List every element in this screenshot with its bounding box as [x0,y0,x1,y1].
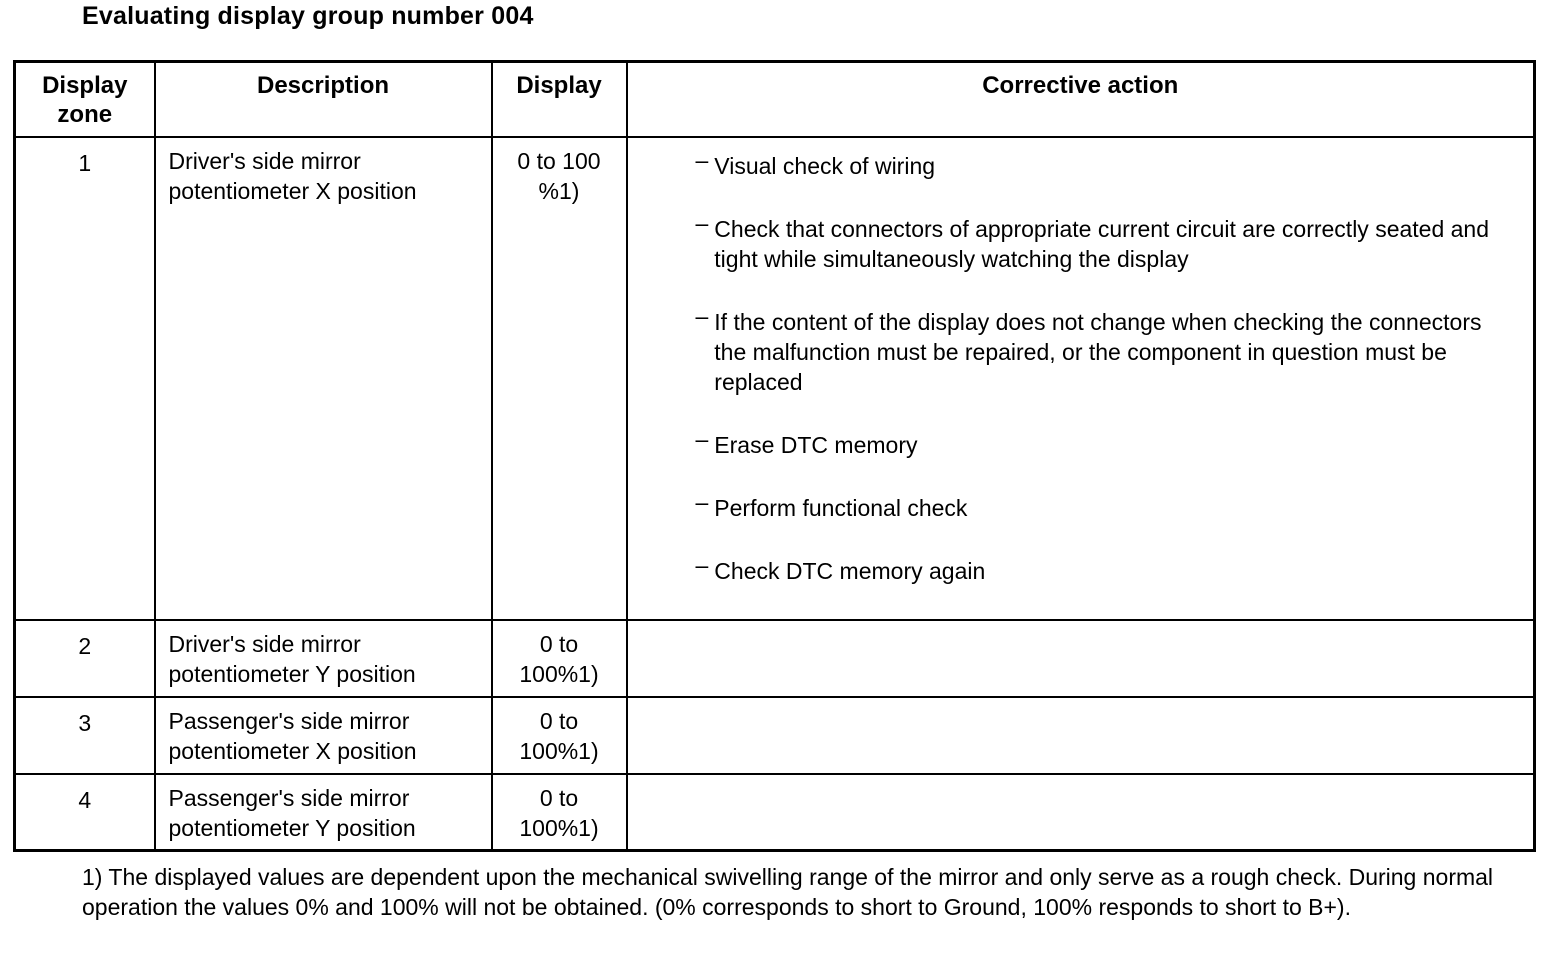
description-cell: Driver's side mirror potentiometer Y pos… [153,618,493,698]
zone-cell: 3 [13,695,156,775]
column-header-display-zone: Display zone [13,60,156,138]
zone-cell: 4 [13,772,156,852]
corrective-action-cell [625,618,1536,698]
action-item: – Visual check of wiring [696,147,1524,181]
action-item: – Check DTC memory again [696,552,1524,586]
action-item: – Perform functional check [696,489,1524,523]
action-item: – If the content of the display does not… [696,303,1524,397]
corrective-action-cell [625,695,1536,775]
action-text: Check that connectors of appropriate cur… [714,215,1490,272]
action-item: – Check that connectors of appropriate c… [696,210,1524,274]
zone-cell: 2 [13,618,156,698]
display-cell: 0 to 100 %1) [490,135,628,621]
bullet-dash: – [695,302,709,329]
description-cell: Passenger's side mirror potentiometer X … [153,695,493,775]
bullet-dash: – [695,425,709,452]
page-title: Evaluating display group number 004 [82,2,534,30]
description-cell: Passenger's side mirror potentiometer Y … [153,772,493,852]
action-text: Check DTC memory again [714,557,986,584]
bullet-dash: – [695,551,709,578]
column-header-display: Display [490,60,628,138]
action-text: Perform functional check [714,494,968,521]
zone-cell: 1 [13,135,156,621]
table-row-1: 1 Driver's side mirror potentiometer X p… [13,135,1536,621]
column-header-corrective-action: Corrective action [625,60,1536,138]
header-row: Display zone Description Display Correct… [13,60,1536,138]
action-item: – Erase DTC memory [696,426,1524,460]
display-cell: 0 to 100%1) [490,695,628,775]
corrective-action-cell [625,772,1536,852]
table-row-4: 4 Passenger's side mirror potentiometer … [13,772,1536,852]
corrective-action-cell: – Visual check of wiring – Check that co… [625,135,1536,621]
action-text: Visual check of wiring [714,152,936,179]
action-text: If the content of the display does not c… [714,308,1482,395]
table-row-2: 2 Driver's side mirror potentiometer Y p… [13,618,1536,698]
footnote: 1) The displayed values are dependent up… [82,864,1494,920]
table-header: Display zone Description Display Correct… [13,60,1536,138]
description-cell: Driver's side mirror potentiometer X pos… [153,135,493,621]
bullet-dash: – [695,209,709,236]
display-cell: 0 to 100%1) [490,618,628,698]
display-group-table: Display zone Description Display Correct… [13,60,1536,852]
column-header-description: Description [153,60,493,138]
action-text: Erase DTC memory [714,431,918,458]
bullet-dash: – [695,146,709,173]
table-row-3: 3 Passenger's side mirror potentiometer … [13,695,1536,775]
display-cell: 0 to 100%1) [490,772,628,852]
bullet-dash: – [695,488,709,515]
